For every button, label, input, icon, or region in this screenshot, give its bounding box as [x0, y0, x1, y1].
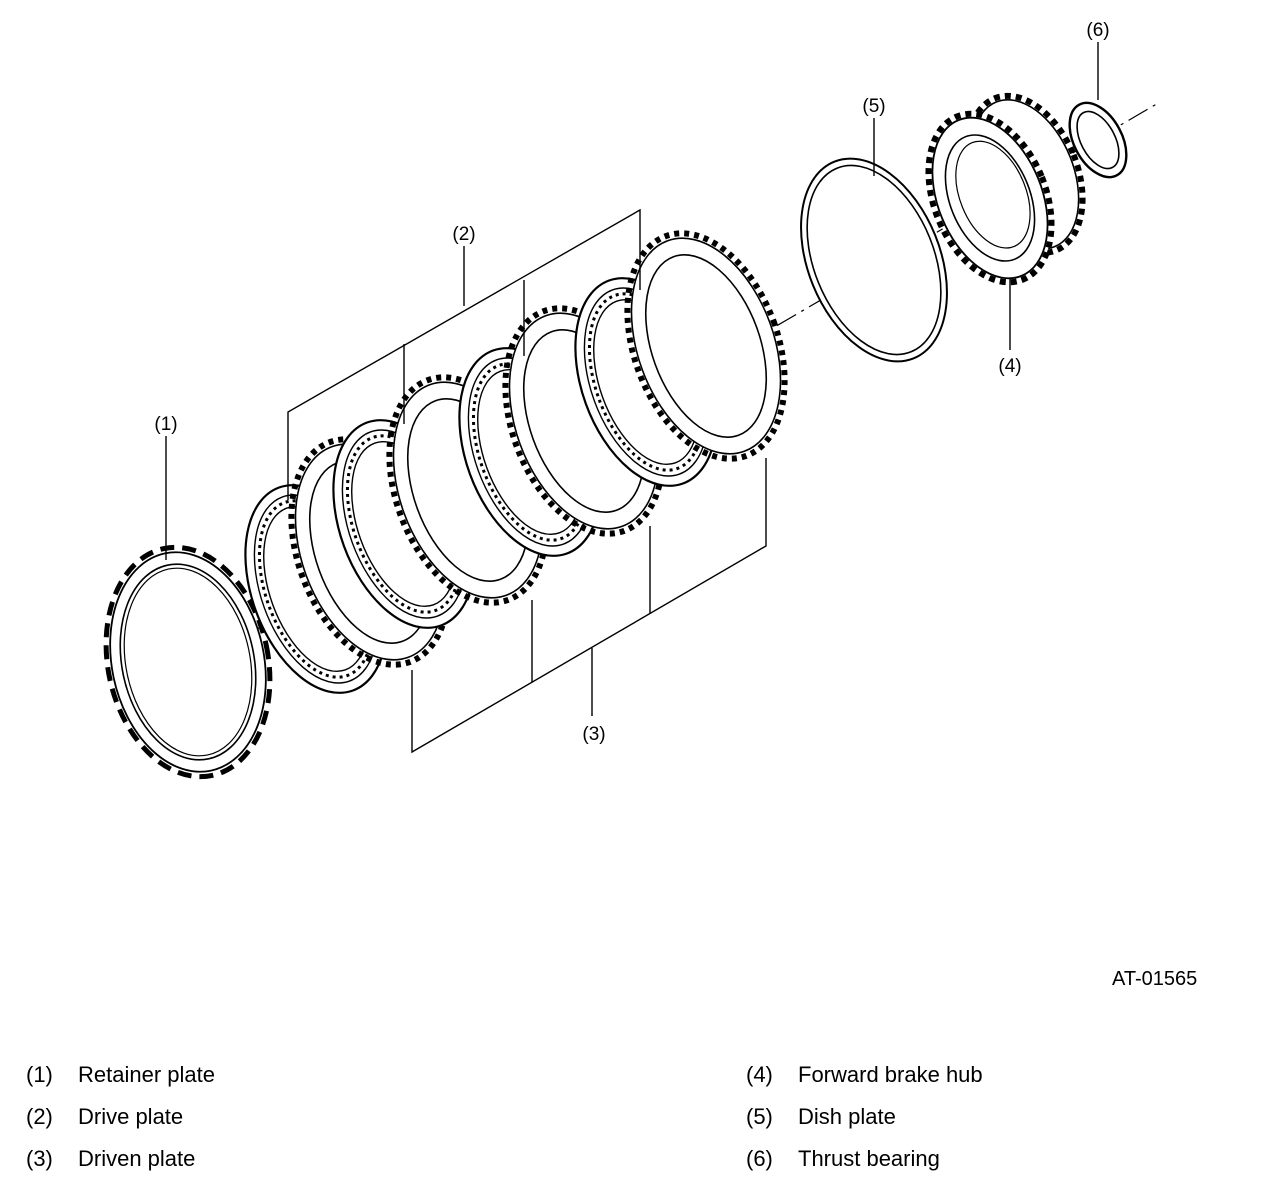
legend-label: Retainer plate — [78, 1062, 215, 1087]
legend-label: Drive plate — [78, 1104, 184, 1129]
legend-number: (2) — [26, 1104, 53, 1129]
exploded-view-diagram: (1) (2) (3) (4) (5) (6) — [103, 20, 1161, 780]
retainer-plate-drawing — [103, 544, 273, 780]
dish-plate-drawing — [800, 157, 948, 363]
legend-number: (1) — [26, 1062, 53, 1087]
legend-number: (6) — [746, 1146, 773, 1171]
callout-6: (6) — [1086, 20, 1109, 41]
leader-lines — [165, 42, 1099, 754]
callout-4: (4) — [998, 356, 1021, 377]
thrust-bearing-drawing — [1068, 101, 1128, 179]
legend-number: (5) — [746, 1104, 773, 1129]
callout-1: (1) — [154, 414, 177, 435]
callout-3: (3) — [582, 724, 605, 745]
legend-number: (4) — [746, 1062, 773, 1087]
legend-number: (3) — [26, 1146, 53, 1171]
parts-legend: (1) Retainer plate (2) Drive plate (3) D… — [0, 1058, 1264, 1198]
forward-brake-hub-drawing — [925, 92, 1086, 286]
legend-label: Dish plate — [798, 1104, 896, 1129]
figure-code: AT-01565 — [1112, 968, 1198, 990]
callout-5: (5) — [862, 96, 885, 117]
legend-label: Forward brake hub — [798, 1062, 983, 1087]
callout-2: (2) — [452, 224, 475, 245]
legend-label: Driven plate — [78, 1146, 196, 1171]
legend-label: Thrust bearing — [798, 1146, 940, 1171]
